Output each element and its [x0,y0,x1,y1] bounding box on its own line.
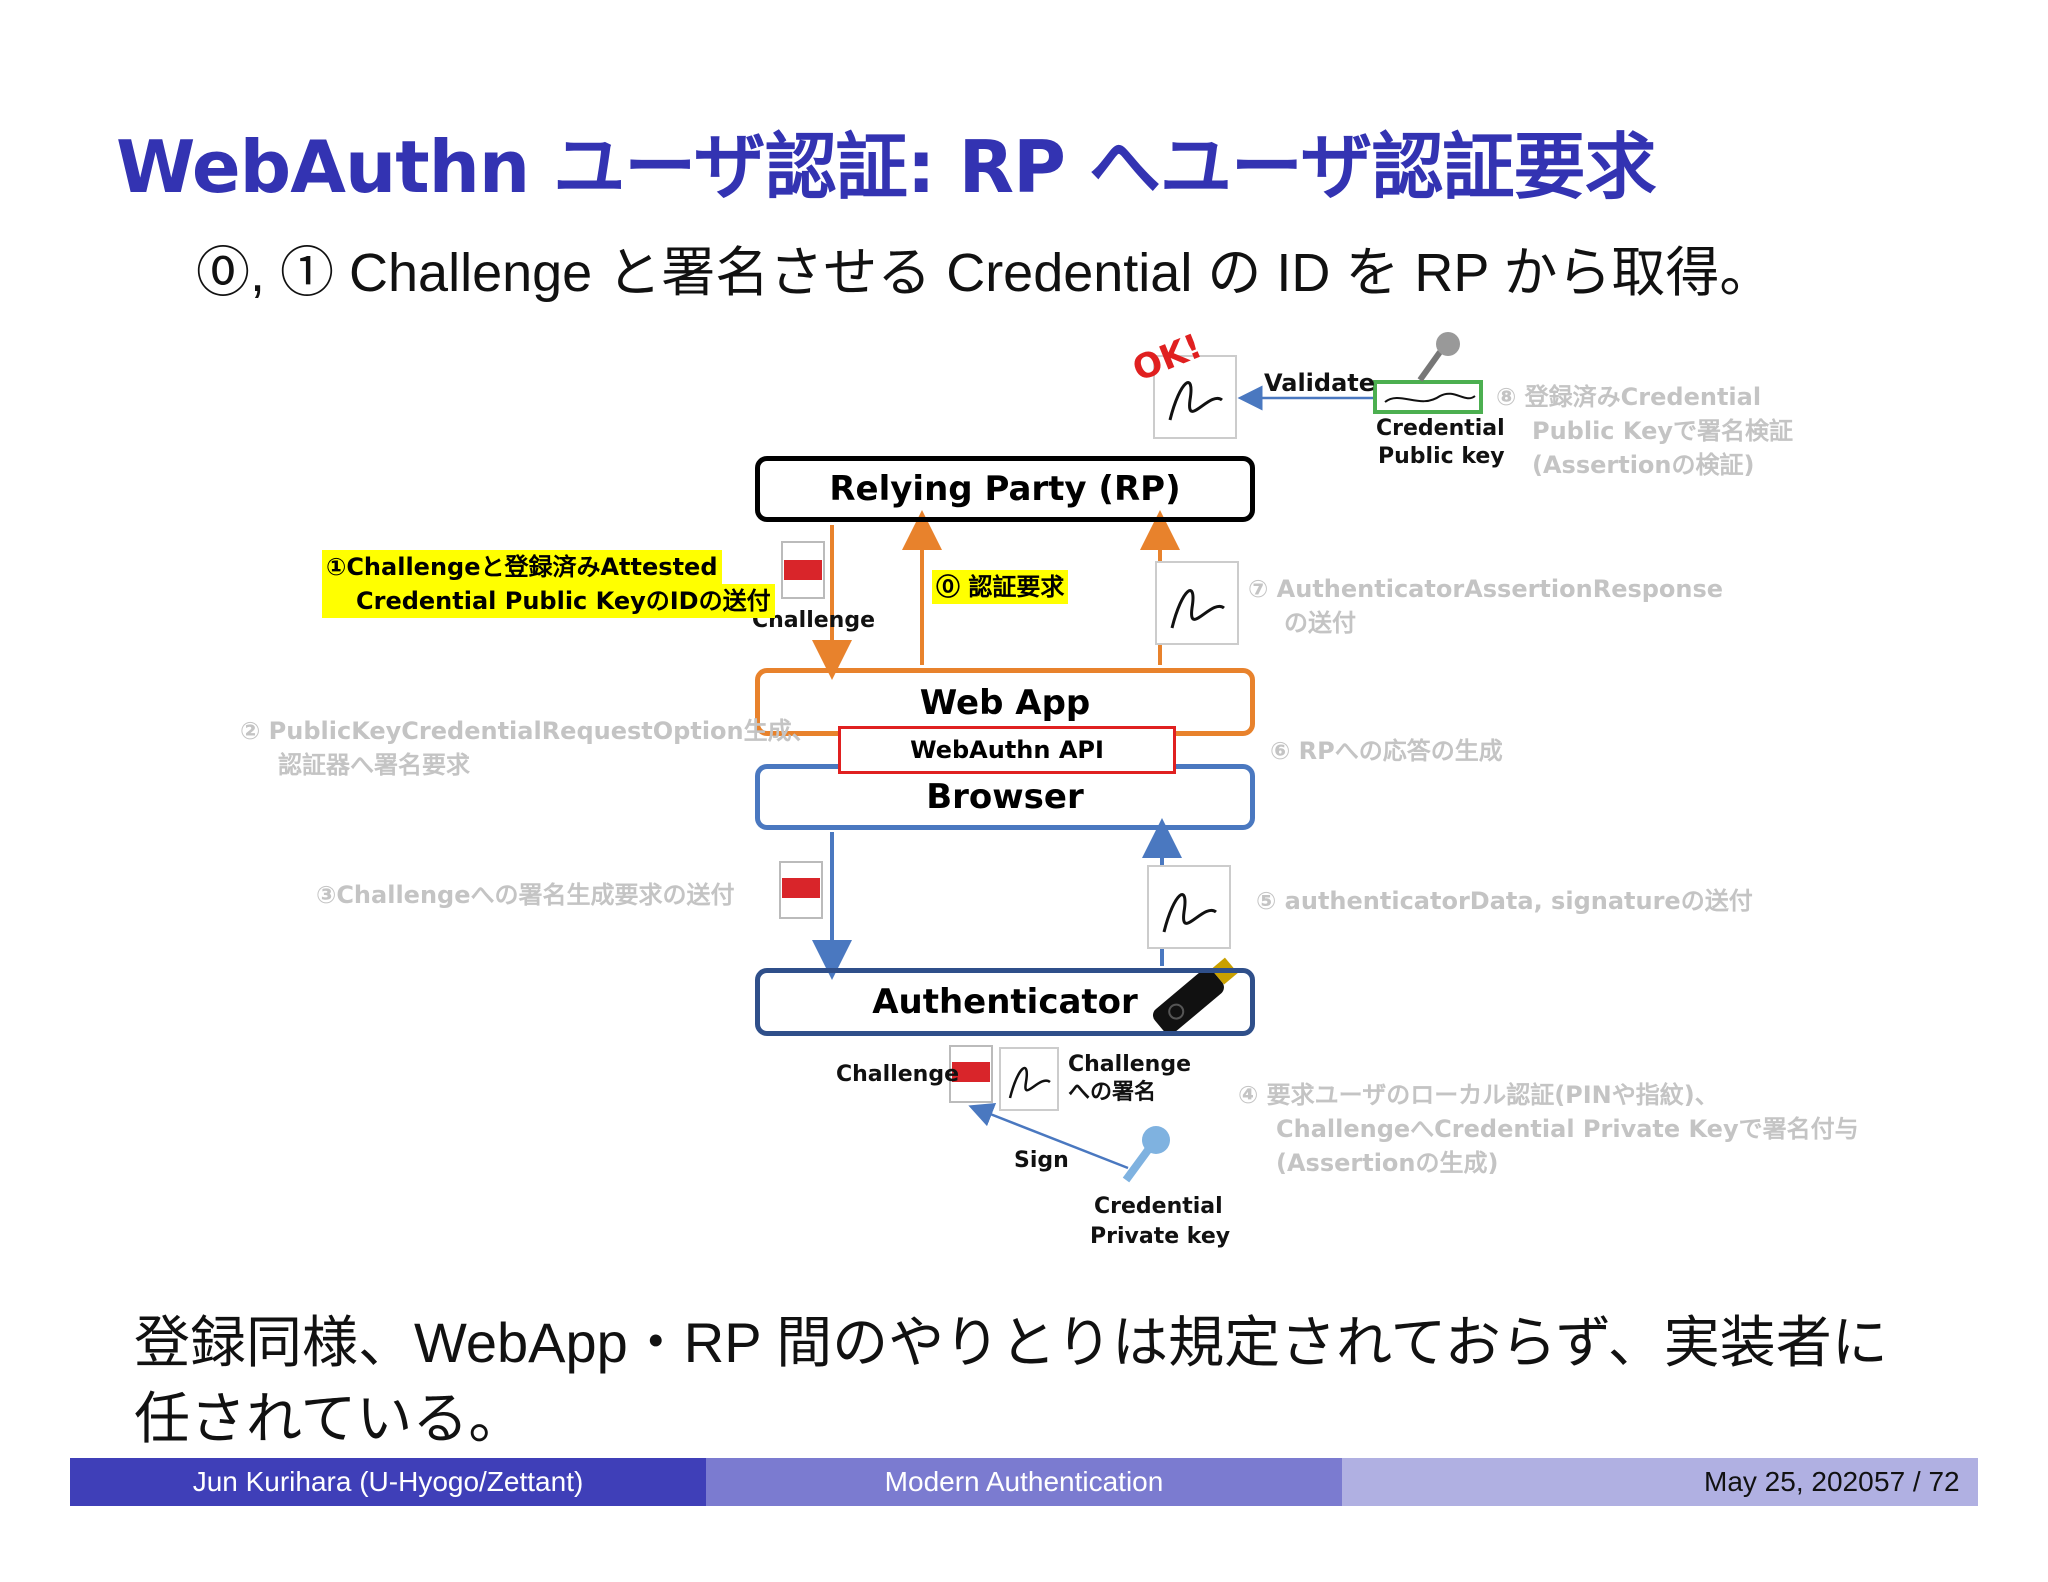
step4-line2: ChallengeへCredential Private Keyで署名付与 [1276,1115,1859,1143]
step5-label: ⑤ authenticatorData, signatureの送付 [1256,887,1753,915]
step0-label: ⓪ 認証要求 [932,570,1069,604]
credential-private-key-label-2: Private key [1090,1224,1231,1249]
footer-talk-title: Modern Authentication [706,1458,1342,1506]
credential-private-key-label-1: Credential [1094,1194,1223,1219]
credential-public-key-label-2: Public key [1378,444,1505,469]
step6-label: ⑥ RPへの応答の生成 [1270,737,1503,765]
step8-line2: Public Keyで署名検証 [1532,417,1793,445]
step7-line2: の送付 [1284,609,1356,637]
signature-card-assertion [1155,561,1239,645]
step1-line1: ①Challengeと登録済みAttested [322,550,722,584]
challenge-doc-icon-mid [779,861,823,919]
private-key-icon [1122,1126,1170,1183]
challenge-doc-icon-bottom [949,1045,993,1103]
challenge-sign-label-2: への署名 [1068,1080,1157,1105]
step1-line2: Credential Public KeyのIDの送付 [322,584,775,618]
step8-line3: (Assertionの検証) [1532,451,1755,479]
step2-line2: 認証器へ署名要求 [278,751,470,779]
step3-label: ③Challengeへの署名生成要求の送付 [316,881,735,909]
signature-card-sign [999,1047,1059,1111]
slide-subtitle: ⓪, ① Challenge と署名させる Credential の ID を … [196,243,1774,303]
validate-label: Validate [1264,369,1376,397]
step8-line1: ⑧ 登録済みCredential [1496,383,1762,411]
sign-label: Sign [1014,1148,1069,1173]
signature-card-ok [1153,355,1237,439]
relying-party-box: Relying Party (RP) [755,456,1255,522]
public-key-icon [1373,332,1483,414]
step4-line1: ④ 要求ユーザのローカル認証(PINや指紋)、 [1238,1081,1719,1109]
slide-footer: Jun Kurihara (U-Hyogo/Zettant) Modern Au… [70,1458,1978,1506]
step2-line1: ② PublicKeyCredentialRequestOption生成、 [240,717,816,745]
credential-public-key-label-1: Credential [1376,416,1505,441]
step7-line1: ⑦ AuthenticatorAssertionResponse [1248,575,1724,603]
signature-card-authdata [1147,865,1231,949]
slide-title: WebAuthn ユーザ認証: RP へユーザ認証要求 [116,125,1656,209]
footer-date: May 25, 2020 [1704,1466,1874,1497]
webauthn-api-box: WebAuthn API [838,726,1176,774]
footer-page-number: 57 / 72 [1874,1466,1960,1497]
slide-bottom-text: 登録同様、WebApp・RP 間のやりとりは規定されておらず、実装者に任されてい… [134,1311,1888,1450]
step4-line3: (Assertionの生成) [1276,1149,1499,1177]
footer-right: May 25, 2020 57 / 72 [1342,1458,1978,1506]
challenge-label-bottom: Challenge [836,1062,959,1087]
challenge-sign-label-1: Challenge [1068,1052,1191,1077]
authenticator-box: Authenticator [755,968,1255,1036]
challenge-doc-icon-top [781,541,825,599]
arrow-sign [968,1102,1129,1170]
footer-author: Jun Kurihara (U-Hyogo/Zettant) [70,1458,706,1506]
